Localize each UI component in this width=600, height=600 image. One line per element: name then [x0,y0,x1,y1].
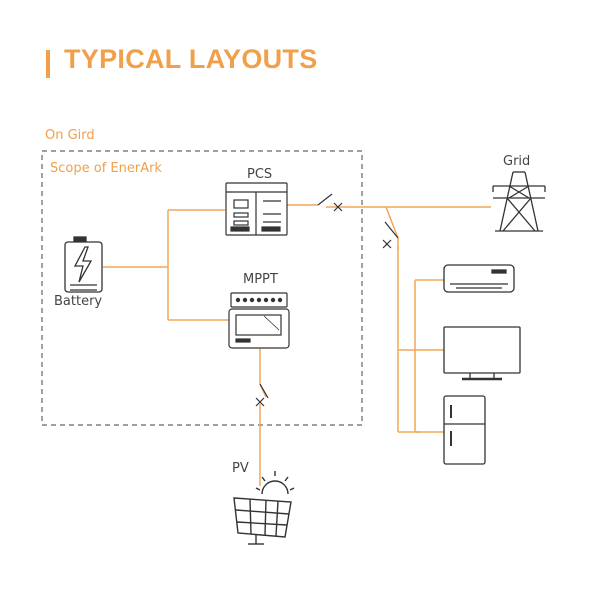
on-grid-label: On Gird [45,128,95,143]
mppt-controller-icon [228,292,290,349]
switch-pcs-grid [317,193,343,212]
pcs-inverter-icon [225,182,288,236]
television-icon [443,326,521,381]
pcs-label: PCS [247,167,272,182]
switch-loads [382,221,399,249]
switch-pv [255,383,269,407]
mppt-label: MPPT [243,272,278,287]
battery-label: Battery [54,294,102,309]
air-conditioner-icon [443,264,515,293]
solar-panel-icon [233,471,295,545]
wiring [103,204,491,486]
scope-boundary [41,150,363,426]
battery-icon [64,236,103,293]
refrigerator-icon [443,395,486,465]
grid-label: Grid [503,154,530,169]
page-title: TYPICAL LAYOUTS [64,44,318,74]
transmission-tower-icon [492,171,546,232]
scope-label: Scope of EnerArk [50,161,162,176]
title-accent-bar [46,50,50,78]
pv-label: PV [232,461,249,476]
